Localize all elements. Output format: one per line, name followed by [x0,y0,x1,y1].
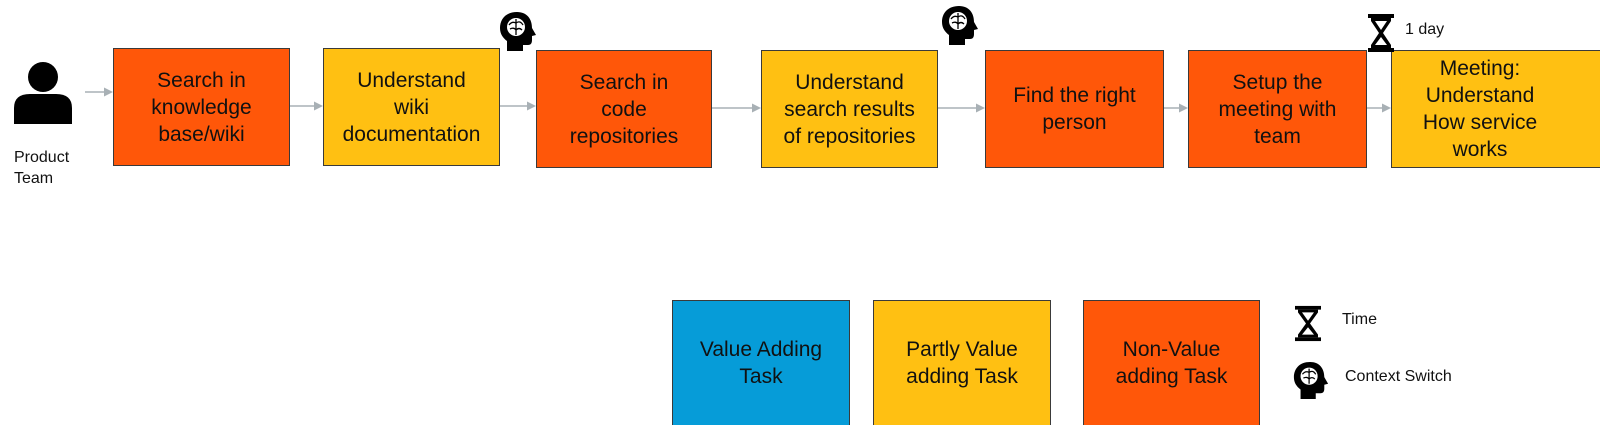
connector-arrow [1367,102,1391,114]
connector-arrow [290,100,323,112]
brain-head-icon [940,4,980,46]
connector-arrow [938,102,985,114]
brain-head-icon [498,10,538,52]
legend-context-switch-label: Context Switch [1345,368,1452,385]
step-search-knowledge-base: Search in knowledge base/wiki [113,48,290,166]
step-understand-wiki: Understand wiki documentation [323,48,500,166]
legend-time-label: Time [1342,311,1377,328]
connector-arrow [1164,102,1188,114]
legend-partly-value-adding-task: Partly Value adding Task [873,300,1051,425]
brain-head-icon [1292,360,1330,400]
legend-non-value-adding-task: Non-Value adding Task [1083,300,1260,425]
connector-arrow [85,86,113,98]
hourglass-icon [1294,305,1322,342]
person-icon [12,60,74,124]
legend-value-adding-task: Value Adding Task [672,300,850,425]
connector-arrow [712,102,761,114]
hourglass-icon [1367,13,1395,53]
step-find-right-person: Find the right person [985,50,1164,168]
step-understand-search-results: Understand search results of repositorie… [761,50,938,168]
time-marker-label: 1 day [1405,21,1445,38]
step-search-code-repositories: Search in code repositories [536,50,712,168]
step-setup-meeting: Setup the meeting with team [1188,50,1367,168]
step-meeting-understand-service: Meeting: Understand How service works [1391,50,1600,168]
connector-arrow [500,100,536,112]
actor-label: Product Team [14,149,70,187]
